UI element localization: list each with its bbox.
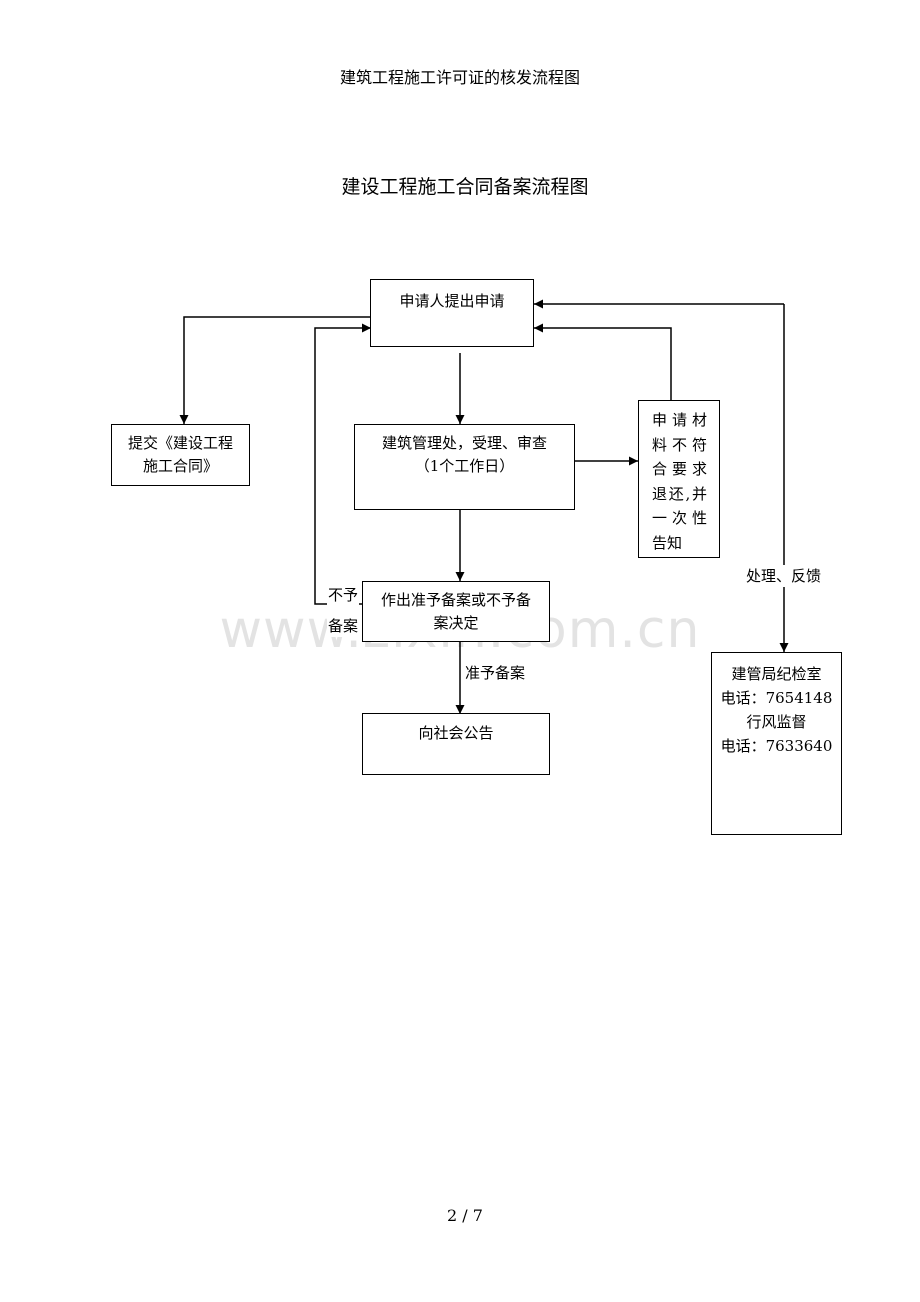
node-review-line-2: （1个工作日） xyxy=(414,457,515,475)
node-reject-line-5: 一 次 性 xyxy=(652,509,707,527)
node-review: 建筑管理处，受理、审查 （1个工作日） xyxy=(354,424,575,510)
page-header: 建筑工程施工许可证的核发流程图 xyxy=(339,68,580,87)
arrow-apply-to-submit xyxy=(179,316,371,424)
node-reject-line-3: 合 要 求 xyxy=(652,460,707,478)
node-supervise: 建管局纪检室 电话：7654148 行风监督 电话：7633640 xyxy=(711,652,842,835)
node-supervise-line-3: 行风监督 xyxy=(746,713,807,731)
node-publish: 向社会公告 xyxy=(362,713,550,775)
node-apply-line-1: 申请人提出申请 xyxy=(399,292,505,310)
label-feedback: 处理、反馈 xyxy=(745,565,823,587)
node-submit-line-1: 提交《建设工程 xyxy=(127,434,233,452)
node-reject-line-2: 料 不 符 xyxy=(652,435,707,454)
node-supervise-line-4: 电话：7633640 xyxy=(720,737,833,755)
node-reject-line-6: 告知 xyxy=(652,533,683,552)
node-decision: 作出准予备案或不予备 案决定 xyxy=(362,581,550,642)
label-not-filed-1: 不予 xyxy=(327,584,360,606)
node-apply: 申请人提出申请 xyxy=(370,279,534,347)
label-approved: 准予备案 xyxy=(465,664,526,682)
node-publish-line-1: 向社会公告 xyxy=(418,724,494,742)
node-submit-contract: 提交《建设工程 施工合同》 xyxy=(111,424,250,486)
arrow-reject-to-apply xyxy=(534,323,672,400)
node-submit-line-2: 施工合同》 xyxy=(142,457,218,475)
node-review-line-1: 建筑管理处，受理、审查 xyxy=(381,434,547,452)
node-reject-line-1: 申 请 材 xyxy=(652,411,707,429)
label-not-filed-2: 备案 xyxy=(327,615,360,637)
diagram-title: 建设工程施工合同备案流程图 xyxy=(341,176,589,198)
node-reject-line-4: 退还,并 xyxy=(652,484,707,503)
node-decision-line-2: 案决定 xyxy=(433,614,479,632)
node-supervise-line-2: 电话：7654148 xyxy=(720,689,833,707)
page-number: 2 / 7 xyxy=(447,1206,483,1225)
node-supervise-line-1: 建管局纪检室 xyxy=(731,665,822,683)
node-reject-materials: 申 请 材 料 不 符 合 要 求 退还,并 一 次 性 告知 xyxy=(638,400,720,558)
node-decision-line-1: 作出准予备案或不予备 xyxy=(380,591,531,609)
